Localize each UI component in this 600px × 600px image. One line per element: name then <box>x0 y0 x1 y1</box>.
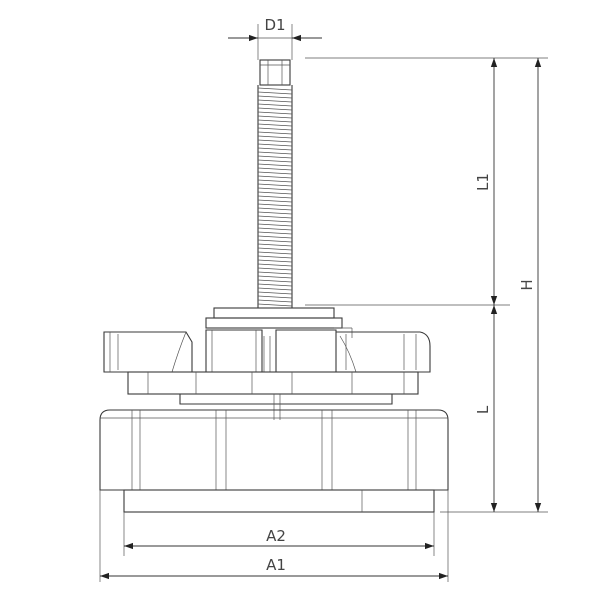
dimension-d1: D1 <box>228 16 322 60</box>
dimension-l: L <box>474 305 498 512</box>
a1-label: A1 <box>266 556 286 574</box>
dimension-a2: A2 <box>123 512 435 556</box>
dimension-h: H <box>518 58 542 512</box>
base-body <box>99 409 449 513</box>
l1-label: L1 <box>474 173 492 191</box>
adjuster-flange <box>103 307 431 420</box>
dimension-a1: A1 <box>99 490 449 582</box>
thread-lines <box>257 87 293 307</box>
dimension-l1: L1 <box>474 58 498 305</box>
l-label: L <box>474 405 492 414</box>
extension-lines <box>305 57 548 513</box>
d1-label: D1 <box>264 16 285 34</box>
h-label: H <box>518 279 536 290</box>
a2-label: A2 <box>266 527 286 545</box>
threaded-stud <box>257 59 293 308</box>
